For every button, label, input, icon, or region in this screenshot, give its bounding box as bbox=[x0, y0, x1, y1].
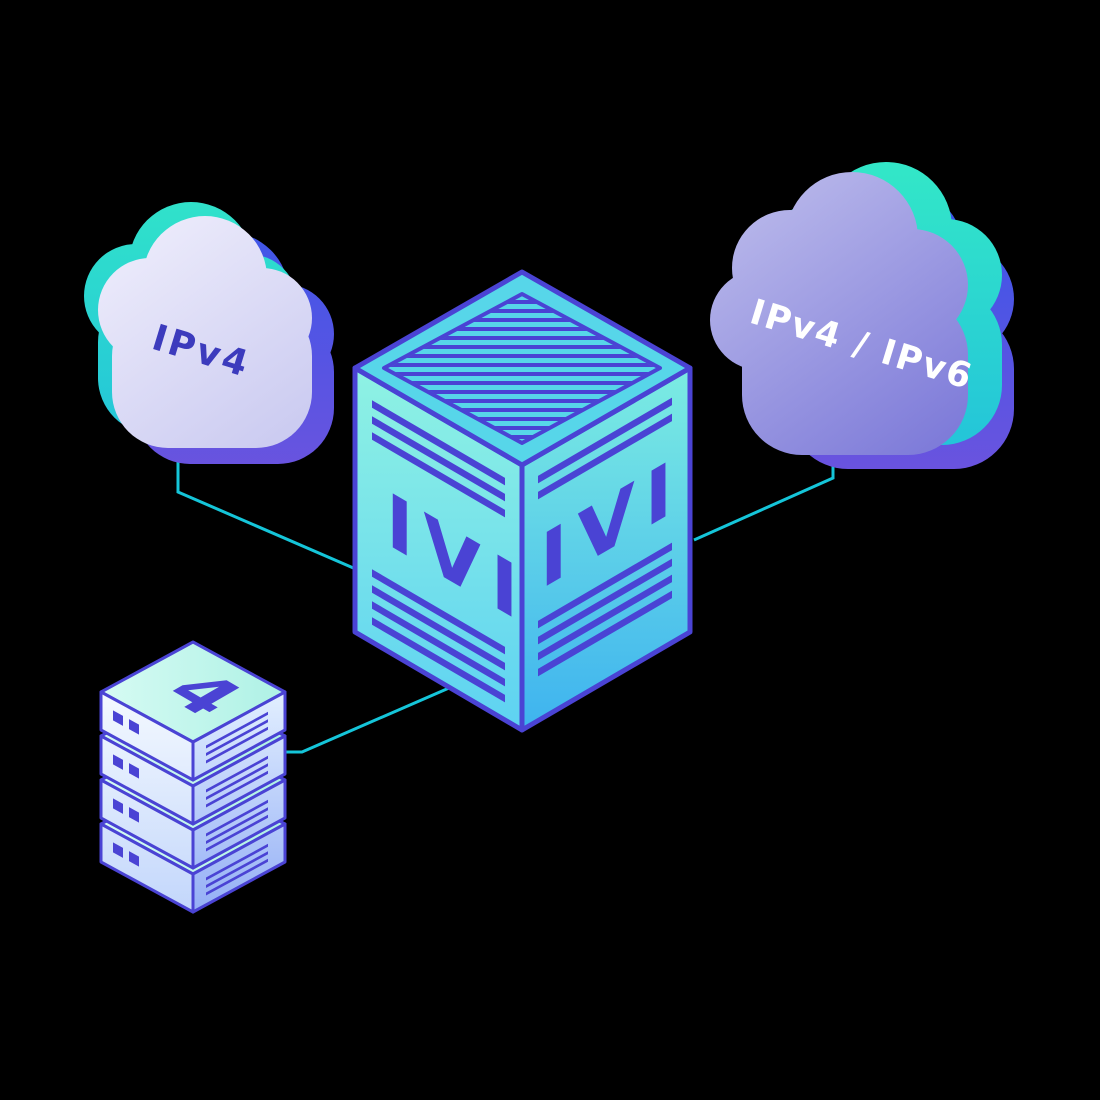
server-slab-top: 4 bbox=[99, 640, 287, 782]
box-right-decor: IVI bbox=[538, 397, 682, 677]
ipv4-server-stack: 4 bbox=[99, 640, 287, 914]
connector-server bbox=[278, 686, 450, 754]
ivi-translator-box: IVI IVI bbox=[352, 269, 693, 733]
ipv4-cloud: IPv4 bbox=[84, 202, 334, 464]
box-top-face bbox=[352, 269, 693, 468]
box-left-decor: IVI bbox=[372, 400, 528, 703]
box-top-panel bbox=[382, 292, 662, 445]
dual-stack-cloud: IPv4 / IPv6 bbox=[710, 162, 1014, 469]
